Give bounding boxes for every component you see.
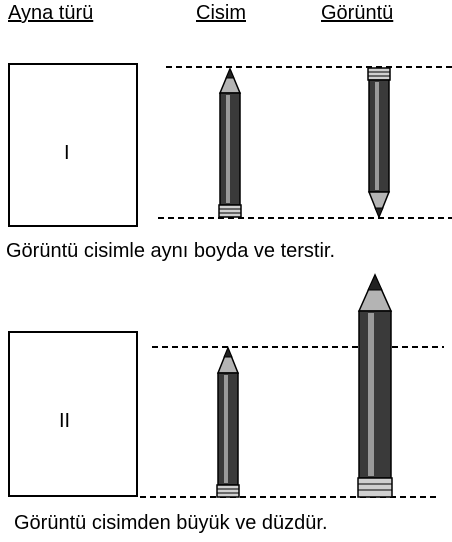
header-object: Cisim	[196, 2, 246, 24]
caption-1: Görüntü cisimle aynı boyda ve terstir.	[6, 240, 336, 262]
caption-2: Görüntü cisimden büyük ve düzdür.	[14, 512, 328, 534]
mirror-label-1: I	[64, 142, 70, 164]
mirror-box-2	[8, 331, 138, 497]
mirror-box-1	[8, 63, 138, 227]
image-pencil-2	[357, 273, 393, 498]
mirror-label-2: II	[59, 410, 71, 432]
image-pencil-1	[367, 67, 391, 220]
object-pencil-1	[218, 67, 242, 218]
header-mirror-type: Ayna türü	[8, 2, 94, 24]
object-pencil-2	[216, 345, 240, 498]
header-image: Görüntü	[321, 2, 394, 24]
